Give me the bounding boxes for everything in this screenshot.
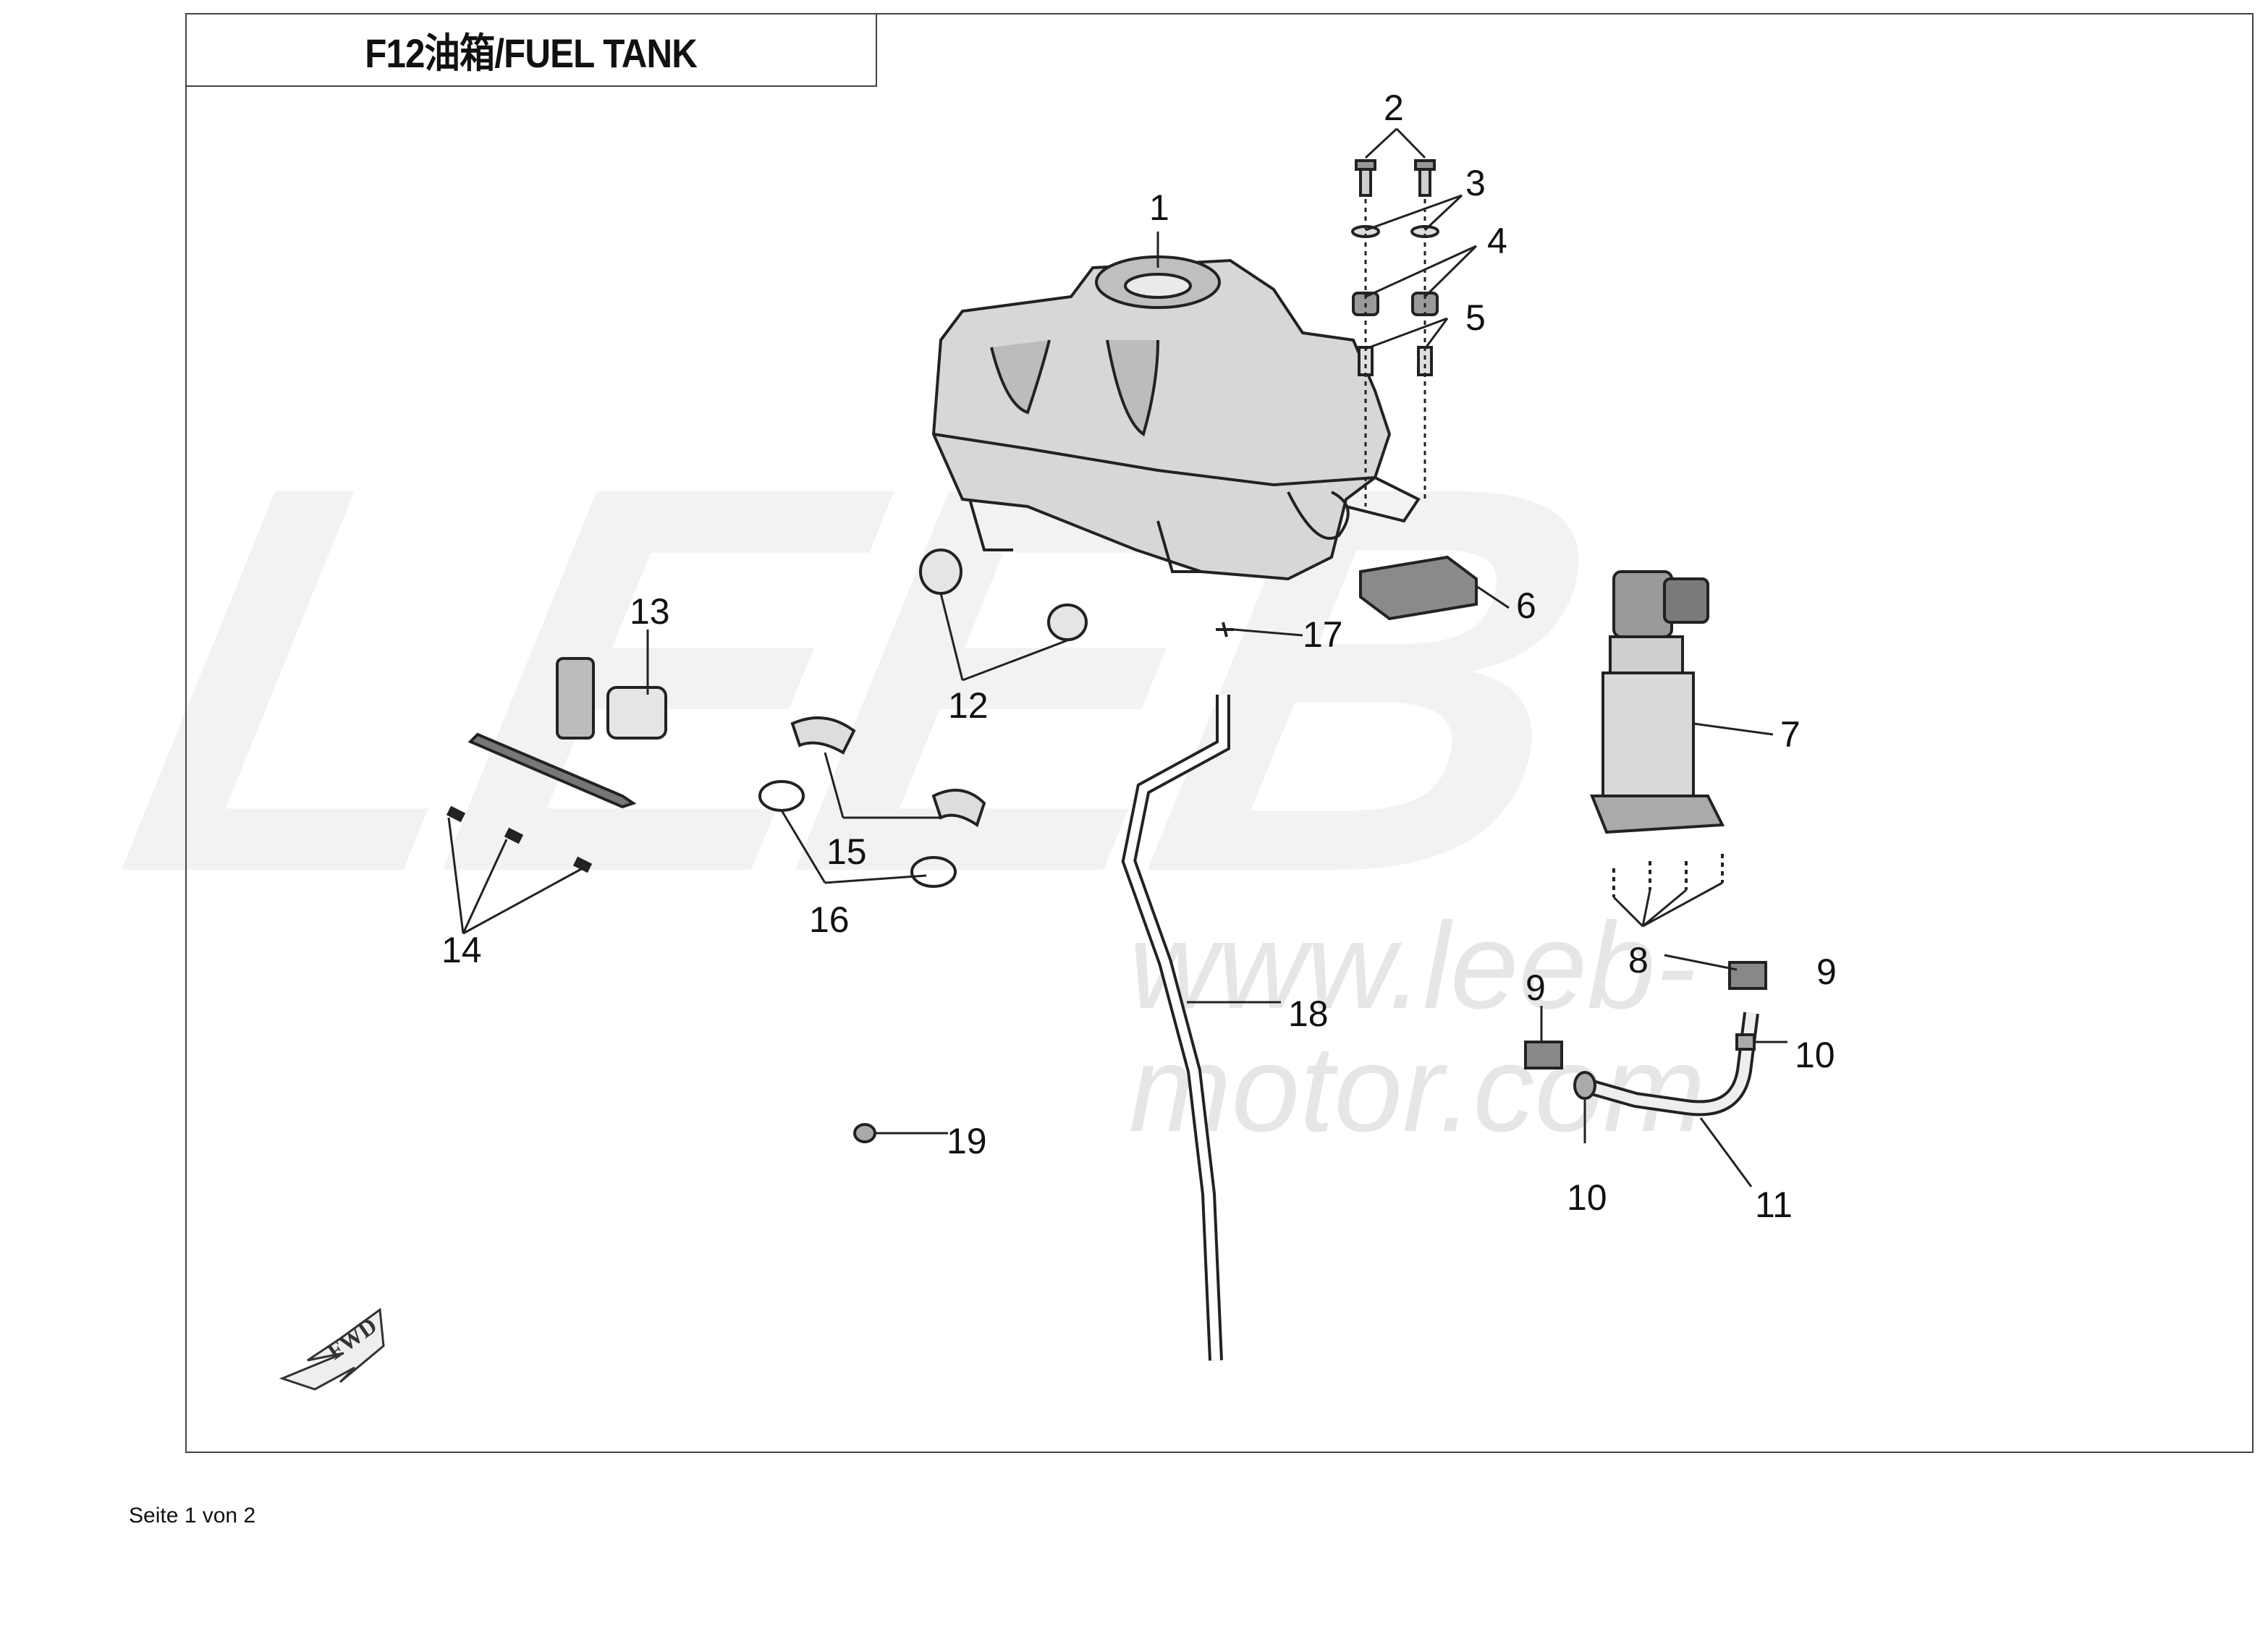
callout-9a: 9 xyxy=(1526,967,1546,1008)
callout-1: 1 xyxy=(1149,187,1169,228)
diagram-frame xyxy=(185,13,2254,1453)
connector-part xyxy=(1524,1041,1563,1069)
screw-part xyxy=(853,1123,876,1143)
connector-part xyxy=(1728,961,1767,990)
callout-2: 2 xyxy=(1384,88,1404,128)
callout-10b: 10 xyxy=(1795,1035,1835,1075)
callout-5: 5 xyxy=(1465,297,1486,338)
callout-9b: 9 xyxy=(1816,952,1837,992)
callout-14: 14 xyxy=(441,930,482,970)
sleeve-part xyxy=(931,789,986,828)
callout-3: 3 xyxy=(1465,163,1486,203)
pad-part xyxy=(1359,555,1478,621)
callout-18: 18 xyxy=(1288,994,1329,1034)
fuel-sender-part xyxy=(446,657,667,873)
callout-19: 19 xyxy=(947,1121,987,1161)
grommet-part xyxy=(1047,603,1088,641)
clamp-part xyxy=(758,780,805,812)
bolts-washers-part xyxy=(1351,159,1439,507)
callout-10a: 10 xyxy=(1567,1177,1607,1218)
callout-12: 12 xyxy=(948,685,989,726)
callout-17: 17 xyxy=(1303,614,1343,655)
clip-part xyxy=(1216,622,1234,637)
clamp-part xyxy=(1573,1071,1596,1100)
grommet-part xyxy=(919,548,962,595)
callout-15: 15 xyxy=(826,831,867,872)
title-box: F12油箱/FUEL TANK xyxy=(185,13,877,87)
callout-13: 13 xyxy=(630,591,670,632)
fuel-tank-part xyxy=(931,255,1421,581)
callout-4: 4 xyxy=(1487,221,1507,261)
sleeve-part xyxy=(790,716,856,755)
callout-8: 8 xyxy=(1628,940,1649,980)
callout-7: 7 xyxy=(1780,714,1801,755)
fwd-arrow-icon xyxy=(279,1308,385,1391)
clamp-part xyxy=(910,856,957,888)
callout-11: 11 xyxy=(1755,1185,1793,1225)
callout-6: 6 xyxy=(1516,585,1536,626)
fuel-pump-part xyxy=(1590,570,1725,897)
clamp-part xyxy=(1735,1033,1756,1051)
page-footer: Seite 1 von 2 xyxy=(129,1504,256,1528)
page-title: F12油箱/FUEL TANK xyxy=(365,30,698,76)
callout-16: 16 xyxy=(809,899,850,940)
